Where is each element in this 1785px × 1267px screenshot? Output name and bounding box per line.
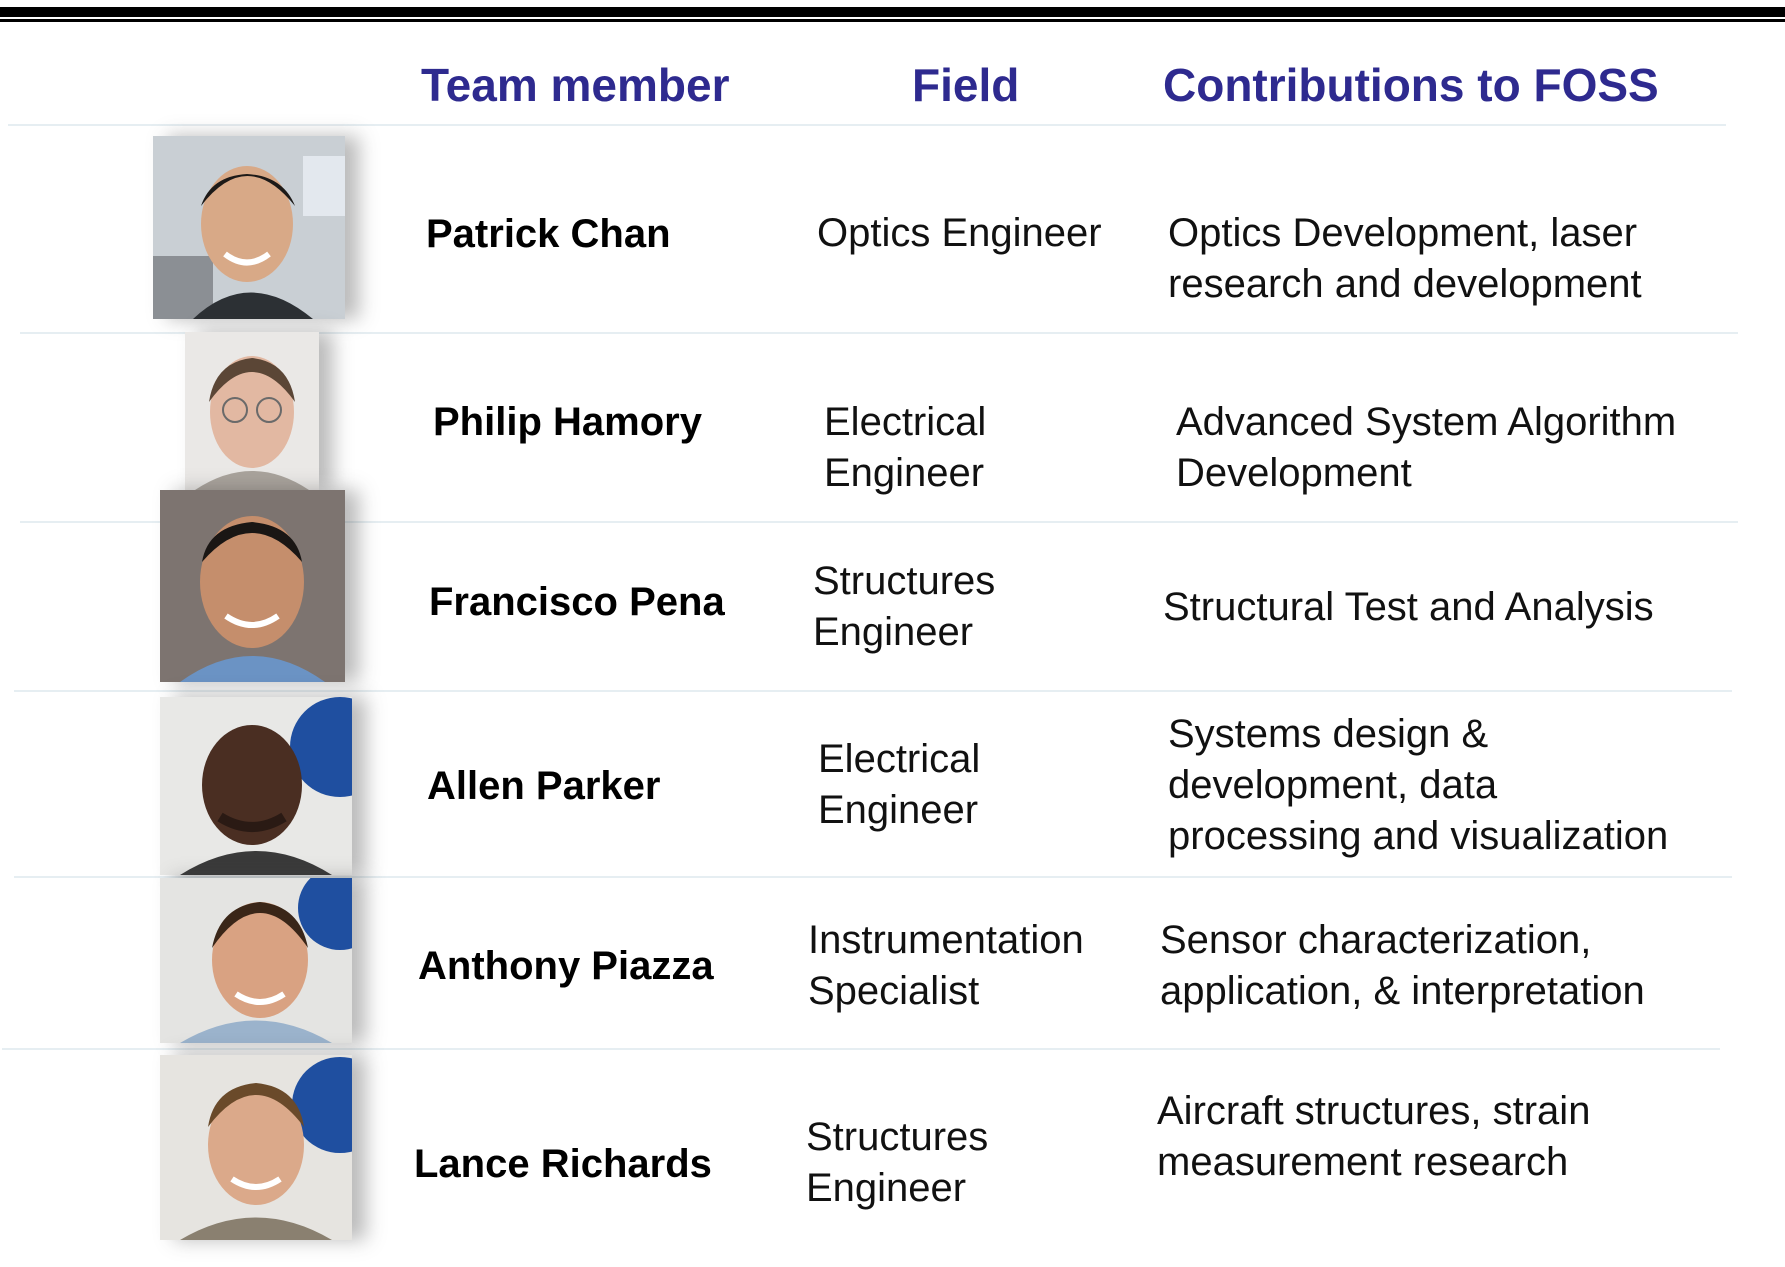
- contribution-line: Systems design &: [1168, 712, 1489, 756]
- contribution-line: processing and visualization: [1168, 814, 1669, 858]
- top-rule-thick: [0, 7, 1785, 17]
- member-contributions: Advanced System Algorithm Development: [1176, 397, 1676, 499]
- header-field: Field: [912, 59, 1020, 111]
- member-name: Philip Hamory: [433, 400, 702, 444]
- field-line: Engineer: [806, 1166, 967, 1210]
- member-photo: [160, 1055, 352, 1240]
- member-contributions: Aircraft structures, strain measurement …: [1157, 1086, 1590, 1188]
- member-name: Patrick Chan: [426, 212, 671, 256]
- field-line: Engineer: [824, 451, 985, 495]
- field-line: Structures: [806, 1115, 989, 1159]
- field-line: Instrumentation: [808, 918, 1084, 962]
- member-name: Allen Parker: [427, 764, 661, 808]
- member-field: Electrical Engineer: [824, 397, 986, 499]
- member-contributions: Systems design & development, data proce…: [1168, 709, 1668, 862]
- member-contributions: Optics Development, laser research and d…: [1168, 208, 1642, 310]
- row-divider: [20, 332, 1738, 334]
- member-contributions: Structural Test and Analysis: [1163, 582, 1654, 633]
- member-photo: [160, 490, 345, 682]
- member-field: Instrumentation Specialist: [808, 915, 1084, 1017]
- header-team-member: Team member: [421, 59, 730, 111]
- contribution-line: Development: [1176, 451, 1412, 495]
- member-field: Optics Engineer: [817, 208, 1102, 259]
- contribution-line: Structural Test and Analysis: [1163, 585, 1654, 629]
- member-field: Structures Engineer: [813, 556, 995, 658]
- field-line: Engineer: [813, 610, 974, 654]
- member-photo: [153, 136, 345, 319]
- field-line: Electrical: [818, 737, 981, 781]
- row-divider: [8, 124, 1726, 126]
- contribution-line: Optics Development, laser: [1168, 211, 1638, 255]
- field-line: Structures: [813, 559, 996, 603]
- contribution-line: development, data: [1168, 763, 1498, 807]
- row-divider: [20, 521, 1738, 523]
- field-line: Specialist: [808, 969, 980, 1013]
- field-line: Optics Engineer: [817, 211, 1102, 255]
- row-divider: [2, 1048, 1720, 1050]
- row-divider: [14, 690, 1732, 692]
- member-photo: [185, 332, 319, 490]
- member-field: Electrical Engineer: [818, 734, 980, 836]
- contribution-line: Sensor characterization,: [1160, 918, 1592, 962]
- header-contributions: Contributions to FOSS: [1163, 59, 1659, 111]
- member-contributions: Sensor characterization, application, & …: [1160, 915, 1645, 1017]
- member-name: Lance Richards: [414, 1142, 712, 1186]
- member-field: Structures Engineer: [806, 1112, 988, 1214]
- member-photo: [160, 697, 352, 875]
- contribution-line: measurement research: [1157, 1140, 1569, 1184]
- top-rule-thin: [0, 19, 1785, 22]
- contribution-line: research and development: [1168, 262, 1642, 306]
- member-photo: [160, 878, 352, 1043]
- contribution-line: application, & interpretation: [1160, 969, 1645, 1013]
- field-line: Engineer: [818, 788, 979, 832]
- contribution-line: Advanced System Algorithm: [1176, 400, 1677, 444]
- member-name: Anthony Piazza: [418, 944, 714, 988]
- member-name: Francisco Pena: [429, 580, 725, 624]
- row-divider: [14, 876, 1732, 878]
- field-line: Electrical: [824, 400, 987, 444]
- contribution-line: Aircraft structures, strain: [1157, 1089, 1591, 1133]
